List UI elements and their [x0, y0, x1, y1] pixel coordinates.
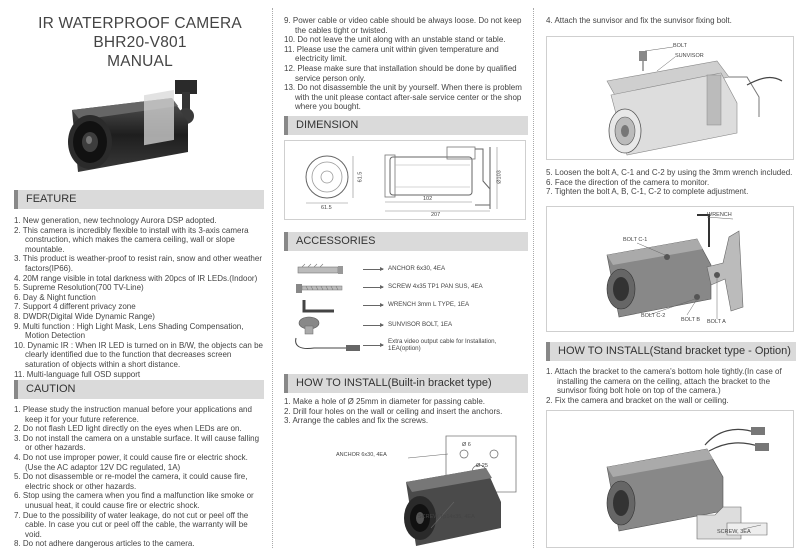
arrow-icon: [363, 285, 384, 289]
section-heading-install-stand: HOW TO INSTALL(Stand bracket type - Opti…: [546, 342, 796, 361]
dimension-label: 207: [431, 212, 441, 218]
list-item: 1. Please study the instruction manual b…: [14, 405, 252, 424]
figure-label: BOLT B: [681, 317, 701, 323]
screw-icon: [296, 284, 343, 293]
section-heading-feature: FEATURE: [14, 190, 264, 209]
dimension-label: 61.5: [321, 205, 332, 211]
list-item: 10. Dynamic IR : When IR LED is turned o…: [14, 340, 264, 369]
list-item: 7. Due to the possibility of water leaka…: [14, 510, 249, 539]
accessory-screw: SCREW 4x35 TP1 PAN SUS, 4EA: [276, 280, 528, 296]
dimension-drawing: 61.5 61.5 102 207 Ø103: [284, 140, 526, 220]
title-line: IR WATERPROOF CAMERA: [38, 15, 242, 32]
list-item: 5. Do not disassemble or re-model the ca…: [14, 472, 248, 491]
list-item: 2. Fix the camera and bracket on the wal…: [546, 395, 729, 405]
title-line: MANUAL: [107, 53, 173, 70]
list-item: 5. Loosen the bolt A, C-1 and C-2 by usi…: [546, 168, 793, 177]
accessories-list: ANCHOR 6x30, 4EA SCREW 4x35 TP1 PAN SUS,…: [276, 260, 528, 360]
figure-label: SUNVISOR: [675, 53, 704, 59]
section-heading-dimension: DIMENSION: [284, 116, 528, 135]
adjustment-figure: WRENCH BOLT C-1 BOLT C-2 BOLT B BOLT A: [546, 206, 794, 332]
figure-label: SCREW Tp14x35, 4EA: [418, 514, 475, 520]
dimension-label: Ø103: [496, 170, 503, 184]
figure-label: SCREW, 3EA: [717, 529, 751, 535]
figure-label: BOLT: [673, 43, 687, 49]
list-item: 3. Do not install the camera on a unstab…: [14, 433, 260, 453]
accessory-cable: Extra video output cable for Installatio…: [276, 337, 528, 354]
accessory-label: SUNVISOR BOLT, 1EA: [388, 321, 453, 328]
step-4-text: 4. Attach the sunvisor and fix the sunvi…: [546, 16, 732, 25]
figure-label: BOLT C-2: [641, 313, 666, 319]
list-item: 5. Supreme Resolution(700 TV-Line): [14, 283, 144, 293]
title-line: BHR20-V801: [93, 34, 187, 51]
section-heading-caution: CAUTION: [14, 380, 264, 399]
accessory-label: WRENCH 3mm L TYPE, 1EA: [388, 301, 470, 308]
list-item: 11. Multi-language full OSD support: [14, 369, 141, 379]
feature-list: 1. New generation, new technology Aurora…: [14, 216, 264, 379]
figure-label: BOLT A: [707, 319, 726, 325]
list-item: 9. Multi function : High Light Mask, Len…: [14, 321, 244, 341]
sunvisor-figure: BOLT SUNVISOR: [546, 36, 794, 160]
figure-label: Ø 25: [476, 463, 488, 469]
install-builtin-steps: 1. Make a hole of Ø 25mm in diameter for…: [284, 397, 528, 426]
accessory-label: Extra video output cable for Installatio…: [388, 338, 497, 352]
accessory-sunvisor-bolt: SUNVISOR BOLT, 1EA: [276, 316, 528, 335]
list-item: 6. Face the direction of the camera to m…: [546, 177, 710, 187]
cable-icon: [295, 337, 360, 351]
column-divider: [533, 8, 534, 548]
accessory-anchor: ANCHOR 6x30, 4EA: [276, 262, 528, 278]
figure-label: WRENCH: [707, 212, 732, 218]
figure-label: Ø 6: [462, 442, 471, 448]
adjust-steps: 5. Loosen the bolt A, C-1 and C-2 by usi…: [546, 168, 798, 197]
bolt-icon: [298, 316, 320, 335]
list-item: 4. 20M range visible in total darkness w…: [14, 273, 258, 283]
section-heading-accessories: ACCESSORIES: [284, 232, 528, 251]
list-item: 11. Please use the camera unit within gi…: [284, 44, 499, 64]
accessory-wrench: WRENCH 3mm L TYPE, 1EA: [276, 298, 528, 314]
list-item: 3. Arrange the cables and fix the screws…: [284, 416, 429, 426]
section-heading-install-builtin: HOW TO INSTALL(Built-in bracket type): [284, 374, 528, 393]
accessory-label: ANCHOR 6x30, 4EA: [388, 265, 446, 272]
stand-bracket-figure: SCREW, 3EA: [546, 410, 794, 548]
caution-list-continued: 9. Power cable or video cable should be …: [284, 16, 526, 112]
accessory-label: SCREW 4x35 TP1 PAN SUS, 4EA: [388, 283, 483, 290]
manual-title: IR WATERPROOF CAMERA BHR20-V801 MANUAL: [20, 14, 260, 71]
arrow-icon: [363, 303, 384, 307]
list-item: 6. Day & Night function: [14, 292, 96, 302]
install-builtin-figure: ANCHOR 6x30, 4EA SCREW Tp14x35, 4EA Ø 6 …: [336, 432, 526, 550]
arrow-icon: [363, 323, 384, 327]
list-item: 6. Stop using the camera when you find a…: [14, 491, 254, 510]
column-divider: [272, 8, 273, 548]
list-item: 7. Tighten the bolt A, B, C-1, C-2 to co…: [546, 187, 749, 197]
list-item: 2. This camera is incredibly flexible to…: [14, 225, 249, 254]
install-stand-steps: 1. Attach the bracket to the camera's bo…: [546, 367, 798, 405]
list-item: 7. Support 4 different privacy zone: [14, 302, 136, 312]
list-item: 1. Attach the bracket to the camera's bo…: [546, 367, 782, 396]
list-item: 10. Do not leave the unit along with an …: [284, 35, 506, 45]
list-item: 3. This product is weather-proof to resi…: [14, 254, 262, 273]
dimension-label: 61.5: [357, 171, 364, 183]
list-item: 2. Do not flash LED light directly on th…: [14, 424, 242, 434]
list-item: 9. Power cable or video cable should be …: [284, 16, 522, 35]
list-item: 13. Do not disassemble the unit by yours…: [284, 83, 522, 112]
list-item: 2. Drill four holes on the wall or ceili…: [284, 406, 503, 416]
figure-label: ANCHOR 6x30, 4EA: [336, 452, 387, 458]
list-item: 8. Do not adhere dangerous articles to t…: [14, 539, 195, 549]
list-item: 1. New generation, new technology Aurora…: [14, 216, 217, 225]
anchor-icon: [297, 263, 343, 274]
arrow-icon: [363, 267, 384, 271]
list-item: 12. Please make sure that installation s…: [284, 63, 517, 83]
figure-label: BOLT C-1: [623, 237, 648, 243]
camera-product-image: [68, 80, 197, 172]
wrench-icon: [302, 300, 334, 313]
dimension-label: 102: [423, 196, 433, 202]
list-item: 1. Make a hole of Ø 25mm in diameter for…: [284, 397, 485, 406]
list-item: 4. Do not use improper power, it could c…: [14, 452, 248, 472]
list-item: 8. DWDR(Digital Wide Dynamic Range): [14, 311, 155, 321]
caution-list: 1. Please study the instruction manual b…: [14, 405, 264, 549]
arrow-icon: [363, 343, 384, 347]
